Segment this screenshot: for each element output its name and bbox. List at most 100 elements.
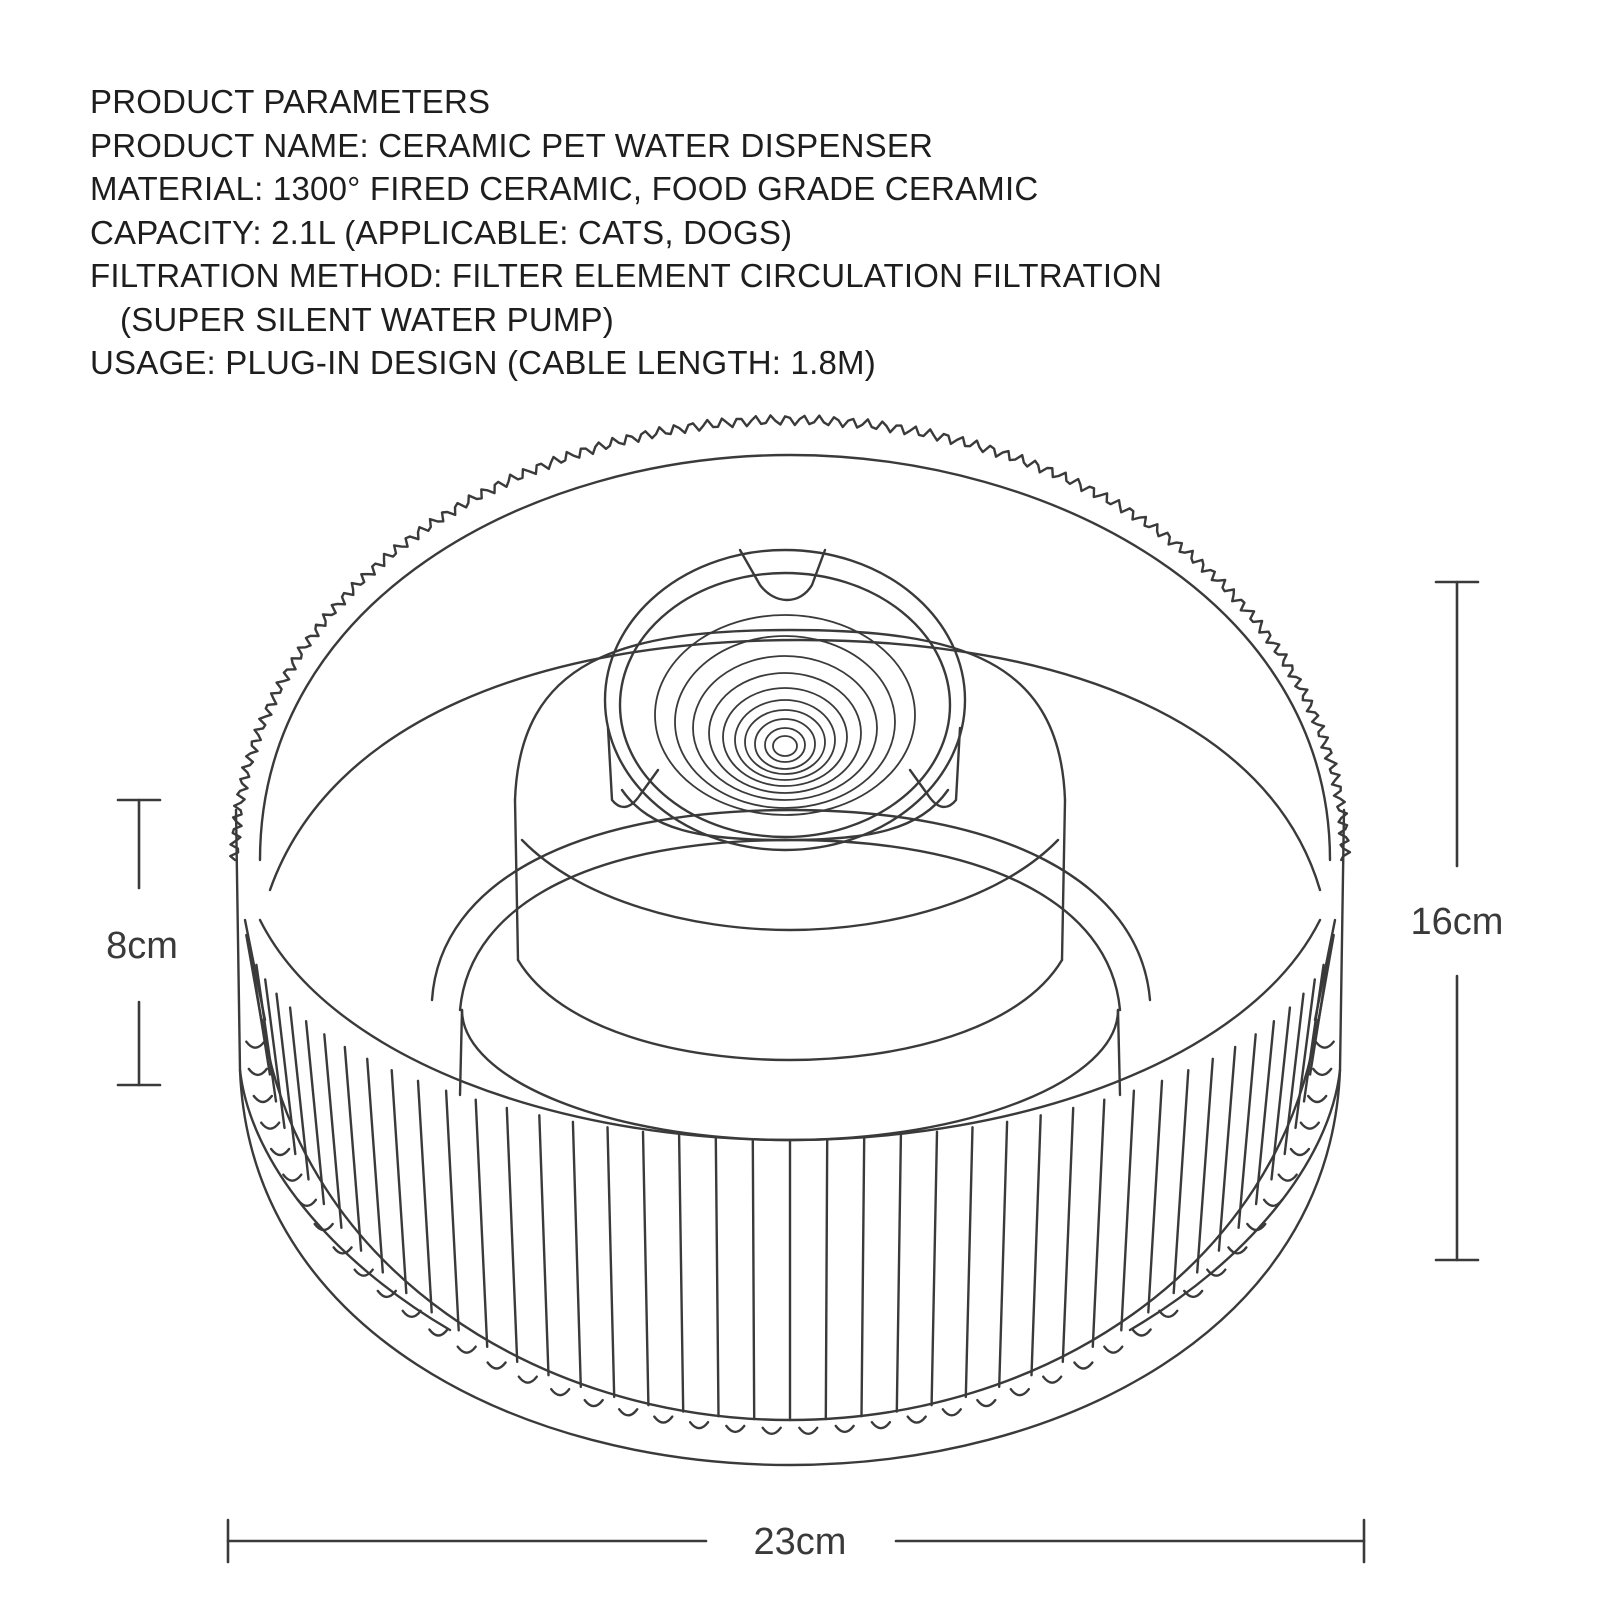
flute-line (1147, 1079, 1164, 1314)
flute-cap (247, 1067, 268, 1077)
flute-line (248, 948, 272, 1076)
flute-line (1091, 1098, 1106, 1348)
fountain-tower (430, 548, 1152, 1142)
flute-cap (282, 1173, 303, 1182)
flute-cap (688, 1421, 710, 1430)
spout-notch-top (738, 548, 827, 602)
flute-cap (1246, 1222, 1267, 1232)
flute-cap (296, 1198, 318, 1207)
flute-line (1270, 1006, 1292, 1181)
flute-cap (653, 1415, 674, 1424)
parameter-usage: USAGE: PLUG-IN DESIGN (CABLE LENGTH: 1.8… (90, 344, 876, 381)
flute-line (860, 1136, 866, 1418)
flute-cap (1299, 1121, 1320, 1130)
spout-notch-left (606, 726, 660, 809)
spout-notch-right (908, 726, 962, 809)
flute-line (1294, 978, 1316, 1130)
vertical-flutes (243, 918, 1337, 1435)
funnel-ring (734, 699, 836, 781)
flute-cap (260, 1121, 281, 1130)
tower-lower-tier (460, 1008, 1120, 1142)
parameters-heading: PRODUCT PARAMETERS (90, 83, 491, 120)
flute-cap (252, 1094, 273, 1104)
flute-line (444, 1089, 460, 1332)
flute-cap (1131, 1328, 1152, 1337)
flute-cap (353, 1268, 374, 1277)
flute-cap (976, 1398, 997, 1408)
flute-cap (401, 1309, 422, 1318)
flute-line (255, 963, 278, 1103)
funnel-ring (708, 672, 862, 794)
flute-cap (941, 1408, 962, 1417)
flute-cap (428, 1328, 449, 1337)
flute-line (895, 1134, 903, 1413)
flute-cap (1042, 1375, 1063, 1384)
funnel-ring (654, 614, 916, 816)
flute-cap (834, 1424, 855, 1434)
dim-label-8cm: 8cm (106, 925, 178, 967)
flute-line (288, 1006, 310, 1181)
flute-cap (332, 1246, 353, 1255)
tower-lower-tier-side-right (1116, 1008, 1122, 1097)
flute-line (751, 1138, 756, 1421)
flute-line (1313, 918, 1337, 1022)
flute-line (964, 1126, 974, 1399)
flute-cap (906, 1415, 927, 1424)
flute-line (1061, 1106, 1075, 1363)
flute-cap (618, 1408, 639, 1417)
flute-line (1172, 1069, 1190, 1295)
flute-line (1312, 933, 1335, 1049)
flute-cap (725, 1424, 746, 1434)
funnel-ring (772, 735, 798, 757)
flute-cap (1262, 1198, 1284, 1207)
funnel-ring (754, 718, 816, 770)
top-cup-lower (620, 788, 950, 842)
flute-line (264, 978, 286, 1130)
flute-cap (1312, 1067, 1333, 1077)
flute-line (824, 1138, 829, 1421)
top-cup-rim (603, 548, 967, 852)
flute-cap (1009, 1388, 1030, 1397)
tower-middle-base (516, 958, 1064, 1062)
flute-line (571, 1120, 582, 1389)
flute-line (677, 1134, 685, 1413)
flute-cap (761, 1426, 782, 1435)
flute-line (998, 1120, 1009, 1389)
flute-line (505, 1106, 519, 1363)
flute-line (1120, 1089, 1136, 1332)
flute-cap (1314, 1040, 1335, 1049)
flute-line (714, 1136, 720, 1418)
flute-cap (1183, 1289, 1204, 1299)
tower-base-ring (430, 808, 1152, 1002)
flute-cap (486, 1361, 507, 1370)
flute-line (606, 1126, 616, 1399)
parameter-material: MATERIAL: 1300° FIRED CERAMIC, FOOD GRAD… (90, 170, 1039, 207)
flute-cap (245, 1040, 266, 1049)
flute-cap (1103, 1345, 1124, 1354)
funnel-ring (692, 655, 878, 801)
dimension-lines (116, 580, 1480, 1564)
top-cup-inner (618, 571, 952, 839)
bowl-bottom (238, 1068, 1342, 1467)
product-parameters: PRODUCT PARAMETERS PRODUCT NAME: CERAMIC… (90, 80, 1162, 385)
funnel-ring (722, 687, 848, 787)
flute-line (474, 1098, 489, 1348)
flute-cap (1227, 1246, 1248, 1255)
flute-cap (1158, 1309, 1179, 1318)
funnel-ring (764, 727, 806, 763)
flute-cap (1307, 1094, 1328, 1104)
flute-cap (1289, 1147, 1311, 1157)
flute-cap (376, 1289, 397, 1299)
parameter-filtration-note: (SUPER SILENT WATER PUMP) (120, 300, 614, 338)
flute-line (930, 1130, 939, 1407)
tower-middle-band (520, 838, 1060, 932)
flute-cap (269, 1147, 291, 1157)
flute-line (366, 1057, 384, 1274)
flute-cap (517, 1375, 538, 1384)
tower-base-ring-inner (458, 838, 1122, 1012)
water-line (268, 638, 1322, 892)
parameter-capacity: CAPACITY: 2.1L (APPLICABLE: CATS, DOGS) (90, 213, 793, 251)
flute-cap (870, 1421, 892, 1430)
flute-line (1196, 1057, 1214, 1274)
